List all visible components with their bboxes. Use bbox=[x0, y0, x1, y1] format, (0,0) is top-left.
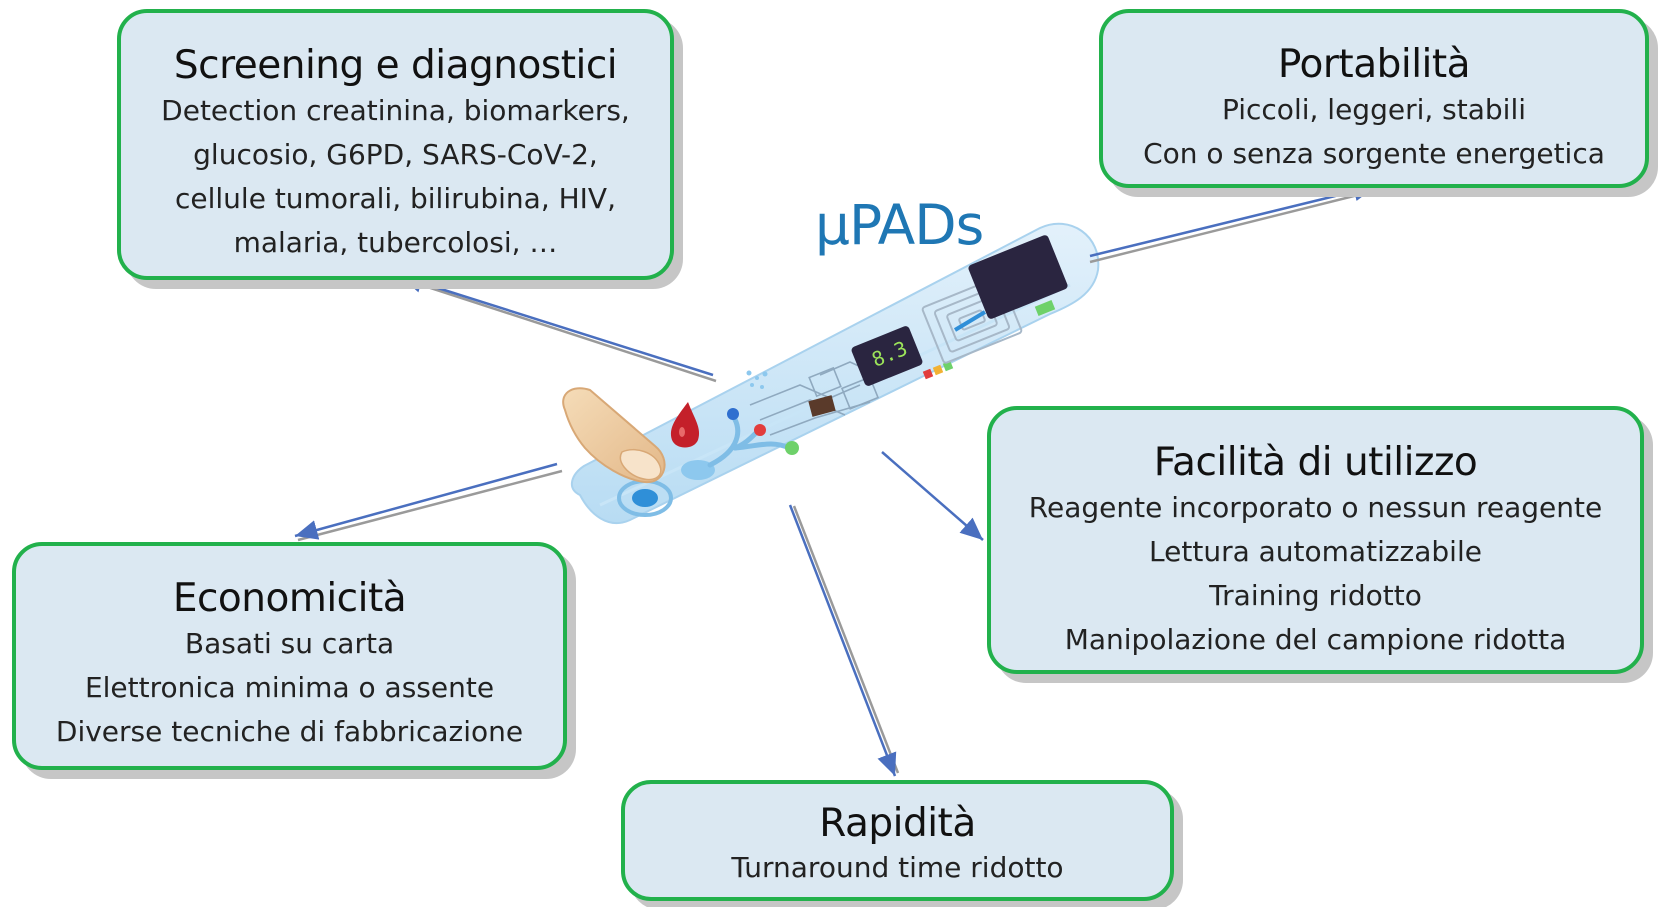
box-line: Detection creatinina, biomarkers, bbox=[161, 94, 630, 127]
box-line: malaria, tubercolosi, … bbox=[233, 226, 558, 259]
chip-icon bbox=[808, 395, 836, 417]
box-line: Lettura automatizzabile bbox=[1149, 535, 1482, 568]
box-rapidity: Rapidità Turnaround time ridotto bbox=[621, 780, 1174, 901]
box-line: Training ridotto bbox=[1209, 579, 1422, 612]
box-title: Screening e diagnostici bbox=[173, 43, 618, 88]
box-screening: Screening e diagnostici Detection creati… bbox=[117, 9, 674, 280]
device-strip: 8.3 bbox=[570, 222, 1100, 525]
box-line: Diverse tecniche di fabbricazione bbox=[55, 715, 524, 748]
box-economy: Economicità Basati su carta Elettronica … bbox=[12, 542, 567, 770]
device-label: µPADs bbox=[815, 193, 984, 257]
box-line: Reagente incorporato o nessun reagente bbox=[1028, 491, 1603, 524]
box-ease-of-use: Facilità di utilizzo Reagente incorporat… bbox=[987, 406, 1644, 674]
sensor-panel bbox=[968, 235, 1068, 319]
box-portability: Portabilità Piccoli, leggeri, stabili Co… bbox=[1099, 9, 1649, 188]
arrow-to-portability bbox=[1089, 181, 1379, 264]
box-line: Elettronica minima o assente bbox=[84, 671, 495, 704]
box-title: Facilità di utilizzo bbox=[1153, 440, 1478, 485]
battery-icon bbox=[1034, 299, 1056, 317]
finger-icon bbox=[562, 387, 666, 484]
arrow-to-rapidity bbox=[788, 504, 900, 777]
box-line: cellule tumorali, bilirubina, HIV, bbox=[175, 182, 616, 215]
box-title: Rapidità bbox=[819, 801, 976, 846]
sparkle-dots bbox=[746, 370, 768, 389]
box-line: Piccoli, leggeri, stabili bbox=[1221, 93, 1527, 126]
box-line: Turnaround time ridotto bbox=[731, 851, 1064, 884]
lcd-display: 8.3 bbox=[851, 326, 923, 386]
blood-drop-icon bbox=[670, 402, 700, 448]
box-line: Basati su carta bbox=[184, 627, 395, 660]
box-line: glucosio, G6PD, SARS-CoV-2, bbox=[193, 138, 598, 171]
arrow-to-economy bbox=[294, 462, 563, 542]
arrow-to-screening bbox=[399, 273, 717, 383]
box-title: Portabilità bbox=[1277, 42, 1471, 87]
box-title: Economicità bbox=[172, 576, 407, 621]
box-line: Con o senza sorgente energetica bbox=[1143, 137, 1605, 170]
arrow-to-ease bbox=[881, 451, 984, 541]
box-line: Manipolazione del campione ridotta bbox=[1064, 623, 1567, 656]
